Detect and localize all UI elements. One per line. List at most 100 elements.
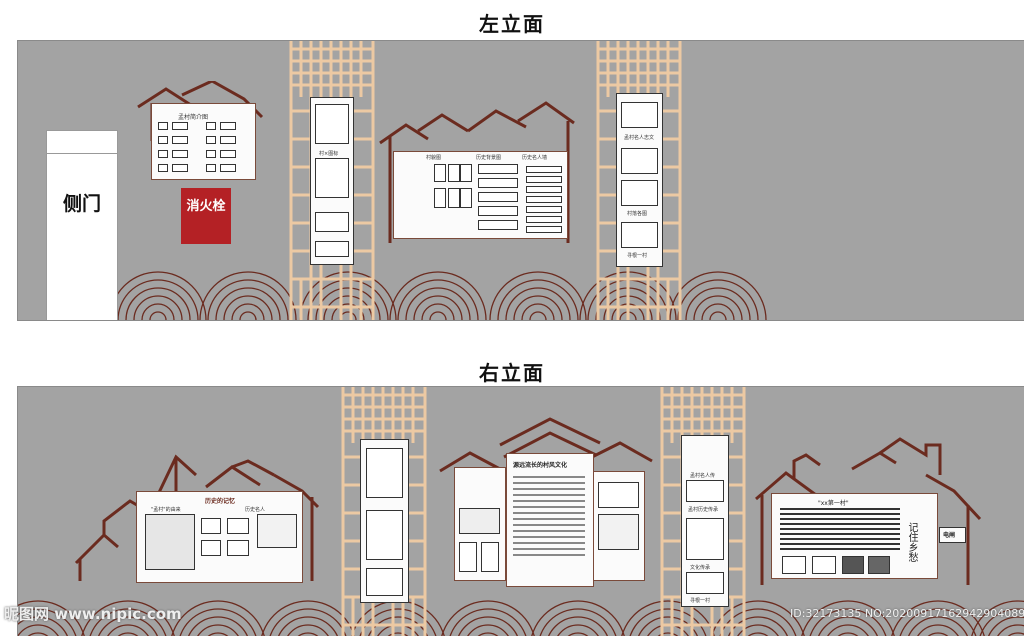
wave-arc — [629, 608, 707, 636]
board2-heading-3: 历史名人墙 — [522, 155, 548, 161]
photo-frame — [206, 122, 216, 130]
wave-arc — [405, 287, 471, 320]
wave-arc — [27, 632, 49, 636]
photo-frame — [206, 136, 216, 144]
text-line — [513, 554, 585, 556]
wave-arc — [18, 624, 59, 636]
photo-frame — [868, 556, 890, 574]
wave-arc — [693, 295, 743, 320]
text-line — [513, 518, 585, 520]
photo-frame — [227, 540, 249, 556]
history-figures-heading: 历史名人 — [245, 507, 266, 513]
history-memory-board: 历史的记忆 "孟村"的由来 历史名人 — [136, 491, 303, 583]
first-village-board: "xx第一村" 记住乡愁 — [771, 493, 938, 579]
photo-frame — [220, 136, 236, 144]
lattice-1-display: 村×图标 — [310, 97, 354, 265]
photo-frame — [172, 164, 188, 172]
photo-frame — [526, 166, 562, 173]
wave-arc — [505, 287, 571, 320]
text-line — [513, 500, 585, 502]
wave-arc — [207, 279, 289, 320]
text-line — [780, 518, 900, 520]
photo-frame — [460, 188, 472, 208]
wave-arc — [489, 271, 587, 320]
wave-arc — [737, 624, 779, 636]
wave-arc — [413, 295, 463, 320]
wave-arc — [677, 279, 759, 320]
wave-arc — [197, 624, 239, 636]
photo-frame — [478, 164, 518, 174]
image-id-watermark: ID:32173135 NO:20200917162942904089 — [790, 607, 1024, 620]
photo-frame — [478, 206, 518, 216]
left-elevation-title: 左立面 — [479, 12, 545, 36]
lattice-4-display: 孟村名人传 孟村历史传承 文化传承 寻根一村 — [681, 435, 729, 607]
wave-arc — [441, 600, 535, 636]
photo-frame — [526, 206, 562, 213]
photo-frame — [526, 196, 562, 203]
lattice-3-display — [360, 439, 409, 603]
wave-arc — [837, 632, 859, 636]
lattice-2-caption-3: 寻根一村 — [627, 253, 648, 259]
first-village-roof — [755, 437, 982, 585]
wave-arc — [269, 608, 347, 636]
photo-frame — [220, 150, 236, 158]
photo-frame — [526, 226, 562, 233]
photo-frame — [206, 150, 216, 158]
wave-arc — [223, 295, 273, 320]
wave-arc — [711, 600, 805, 636]
wave-arc — [117, 279, 199, 320]
wave-arc — [387, 632, 409, 636]
first-village-heading: "xx第一村" — [818, 500, 849, 507]
lattice-1-caption: 村×图标 — [319, 151, 339, 157]
wave-arc — [539, 608, 617, 636]
wave-arc — [231, 303, 265, 320]
photo-frame — [145, 514, 195, 570]
wave-arc — [125, 287, 191, 320]
wave-arc — [685, 287, 751, 320]
culture-board-roof — [379, 101, 575, 243]
wave-arc — [449, 608, 527, 636]
wave-arc — [215, 287, 281, 320]
photo-frame — [812, 556, 836, 574]
photo-frame — [526, 186, 562, 193]
lattice-2-display: 孟村名人志文 村落各图 寻根一村 — [616, 93, 663, 267]
text-line — [780, 523, 900, 525]
wave-arc — [429, 311, 447, 320]
electric-gate-label: 电闸 — [943, 532, 956, 539]
right-elevation-title: 右立面 — [479, 361, 545, 385]
text-line — [513, 512, 585, 514]
photo-frame — [448, 188, 460, 208]
wave-arc — [297, 632, 319, 636]
wave-arc — [207, 632, 229, 636]
lattice-2-caption-2: 村落各图 — [627, 211, 648, 217]
electric-gate-box: 电闸 — [939, 527, 966, 543]
text-line — [780, 543, 900, 545]
photo-frame — [201, 518, 221, 534]
photo-frame — [206, 164, 216, 172]
text-line — [513, 542, 585, 544]
wave-arc — [997, 624, 1024, 636]
culture-side-board-left — [454, 467, 506, 581]
wave-arc — [107, 624, 149, 636]
photo-frame — [526, 216, 562, 223]
wave-arc — [397, 279, 479, 320]
photo-frame — [526, 176, 562, 183]
culture-side-board-right — [593, 471, 645, 581]
right-elevation-wall: 历史的记忆 "孟村"的由来 历史名人 源远流长的村风文化 — [17, 386, 1024, 636]
lattice-2-caption-1: 孟村名人志文 — [624, 135, 655, 141]
wave-arc — [89, 608, 167, 636]
photo-frame — [478, 192, 518, 202]
wave-arc — [1007, 632, 1024, 636]
photo-frame — [782, 556, 806, 574]
board2-heading-1: 村貌图 — [426, 155, 442, 161]
village-intro-board: 孟村简介图 — [151, 103, 256, 180]
photo-frame — [434, 188, 446, 208]
text-line — [513, 488, 585, 490]
photo-frame — [434, 164, 446, 182]
nipic-watermark: 昵图网 www.nipic.com — [4, 605, 182, 623]
wave-arc — [477, 632, 499, 636]
photo-frame — [172, 122, 188, 130]
wave-arcs-decoration-right — [18, 600, 1024, 636]
wave-arc — [657, 632, 679, 636]
text-line — [513, 506, 585, 508]
